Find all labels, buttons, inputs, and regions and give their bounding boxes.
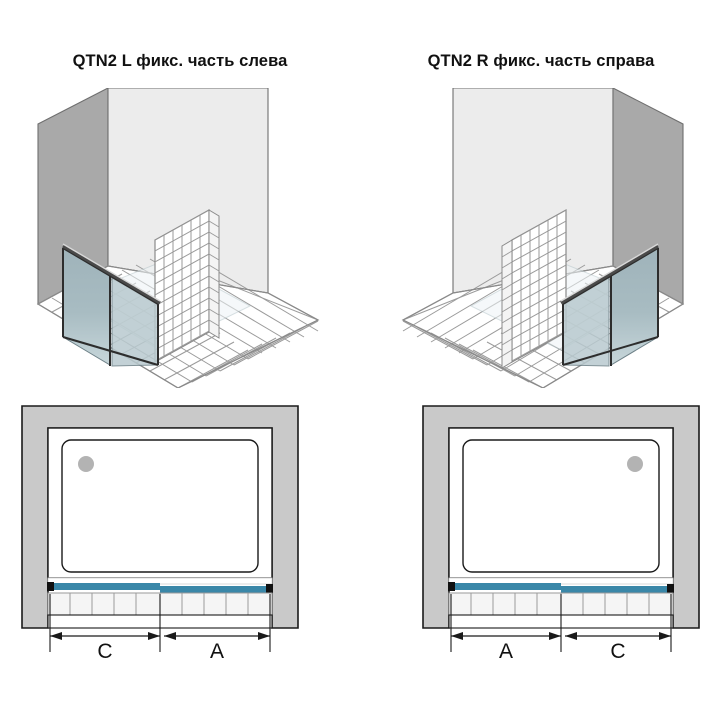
variant-qtn2-l: QTN2 L фикс. часть слева bbox=[0, 0, 360, 725]
isometric-view-right bbox=[361, 88, 721, 388]
plan-sliding-door-bar bbox=[160, 586, 272, 593]
dimension-label-left-2: A bbox=[210, 640, 224, 663]
plan-wall-profile-left bbox=[47, 582, 54, 591]
plan-wall-profile-right bbox=[266, 584, 273, 593]
dimension-c-right: C bbox=[565, 632, 671, 663]
dimension-label-right-1: A bbox=[499, 640, 513, 663]
isometric-view-left bbox=[0, 88, 360, 388]
tray-drain-dot bbox=[78, 456, 94, 472]
iso-profiles-right bbox=[562, 247, 659, 366]
plan-view-right: A C bbox=[361, 398, 721, 663]
plan-shower-tray-right bbox=[462, 439, 660, 573]
plan-glass-bar-right bbox=[448, 577, 674, 593]
plan-view-left: C A bbox=[0, 398, 360, 663]
plan-fixed-panel-bar bbox=[50, 583, 160, 590]
plan-svg-right: A C bbox=[422, 405, 700, 663]
dimension-a-right: A bbox=[451, 632, 561, 663]
variant-title-left: QTN2 L фикс. часть слева bbox=[72, 52, 288, 70]
plan-svg-left: C A bbox=[21, 405, 299, 663]
iso-top-rail bbox=[62, 243, 161, 305]
variant-qtn2-r: QTN2 R фикс. часть справа bbox=[361, 0, 721, 725]
plan-fixed-panel-bar-right bbox=[561, 586, 673, 593]
plan-dimension-lines bbox=[49, 594, 271, 652]
tray-drain-dot-right bbox=[627, 456, 643, 472]
plan-sliding-door-bar-right bbox=[451, 583, 561, 590]
iso-top-rail-right bbox=[560, 243, 659, 305]
isometric-svg-left bbox=[36, 88, 320, 388]
variant-title-right: QTN2 R фикс. часть справа bbox=[427, 52, 655, 70]
plan-shower-tray bbox=[61, 439, 259, 573]
plan-glass-bar bbox=[47, 577, 273, 593]
dimension-a-left: A bbox=[164, 632, 270, 663]
iso-bottom-track bbox=[62, 335, 159, 367]
plan-dimension-lines-right bbox=[450, 594, 672, 652]
dimension-label-right-2: C bbox=[610, 640, 625, 663]
dimension-c-left: C bbox=[50, 632, 160, 663]
plan-wall-profile-right-right bbox=[667, 584, 674, 593]
iso-tiled-wall-right-variant bbox=[501, 208, 567, 369]
plan-wall-profile-left-right bbox=[448, 582, 455, 591]
isometric-svg-right bbox=[401, 88, 685, 388]
dimension-label-left-1: C bbox=[97, 640, 112, 663]
